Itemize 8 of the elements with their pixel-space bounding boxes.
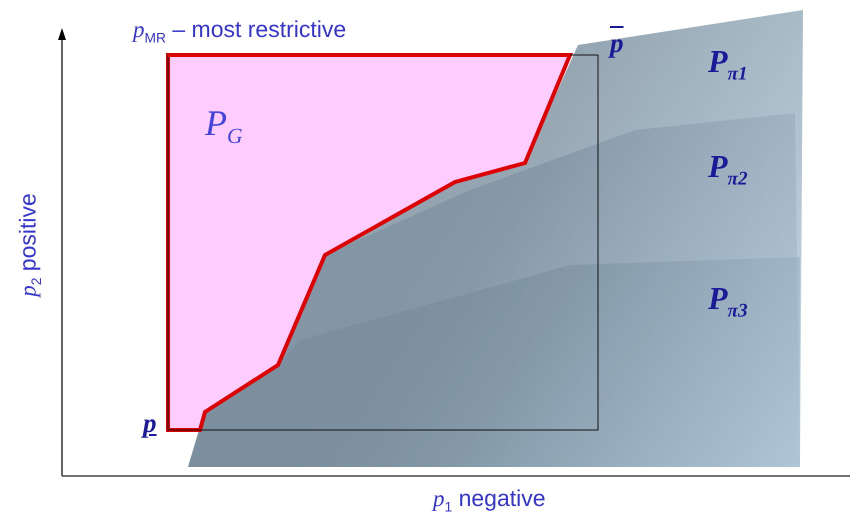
region-label: P$_{π2}$	[708, 150, 748, 189]
bound-symbol: p	[143, 410, 156, 437]
region-label: P$_{π3}$	[708, 282, 748, 321]
bound-symbol: p	[610, 30, 624, 57]
region-label: P$_{π1}$	[708, 45, 748, 84]
region-label: P$_{G}$	[205, 105, 243, 148]
annotation: p$_{MR}$ – most restrictive	[133, 18, 346, 46]
axis-label: p$_{1}$ negative	[433, 487, 546, 514]
